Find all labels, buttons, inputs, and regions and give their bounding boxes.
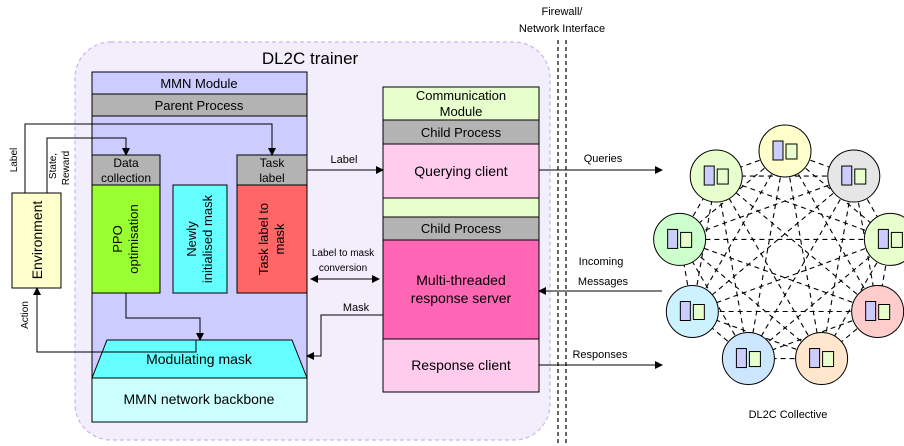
collective-link [821,175,855,359]
task-label-box [236,154,308,186]
collective-link [679,238,878,313]
newly-mask-line1: Newly [184,221,199,257]
responses-text: Responses [572,349,628,361]
agent-comm-icon [822,351,835,368]
child-process-label-1: Child Process [421,125,502,140]
task-to-mask-line1: Task label to [256,203,271,275]
agent-mmn-icon [865,301,877,321]
response-client-label: Response client [411,357,511,373]
collective-agent-node [758,124,812,178]
collective-agent-node [665,285,719,338]
queries-text: Queries [584,153,623,165]
data-collection-box [91,154,161,186]
ppo-label-line2: optimisation [126,204,141,273]
agent-comm-icon [854,168,867,185]
agent-comm-icon [748,351,761,368]
agent-comm-icon [692,304,705,320]
environment-box [11,192,62,289]
agent-comm-icon [878,304,891,320]
mmn-module-title: MMN Module [160,76,237,91]
collective-link [715,175,749,359]
reward-text: Reward [61,151,72,185]
agent-mmn-icon [679,301,691,321]
response-client-box [382,338,540,393]
collective-link [691,150,786,312]
label-to-mask-line1: Label to mask [312,248,375,259]
state-text: State, [48,153,59,179]
mask-text: Mask [343,302,370,314]
collective-agent-node [721,332,775,386]
agent-mmn-icon [841,165,853,186]
backbone-box [91,377,308,423]
agent-comm-icon [716,168,729,185]
environment-label: Environment [29,201,45,280]
collective-link [691,175,855,312]
collective-link [784,150,823,359]
comm-module-box [382,86,540,121]
collective-agent-node [653,212,707,266]
collective-agent-node [851,285,904,338]
response-server-line1: Multi-threaded [416,272,506,288]
dl2c-collective-network [653,124,904,386]
label-to-mask-line2: conversion [319,263,367,274]
label-mid-text: Label [331,154,358,166]
agent-comm-icon [680,231,693,248]
action-text: Action [20,301,31,329]
incoming-line1: Incoming [579,256,624,268]
newly-mask-box [172,184,228,294]
parent-process-bar [91,93,308,117]
collective-link [692,238,891,313]
firewall-label-line1: Firewall/ [542,6,584,18]
child-process-bar-1 [382,119,540,145]
collective-link [679,238,822,359]
agent-mmn-icon [772,140,784,161]
task-label-line1: Task [260,156,286,170]
agent-mmn-icon [809,348,821,369]
data-collection-line2: collection [101,171,151,185]
comm-module-line1: Communication [416,88,506,103]
collective-link [748,238,891,359]
collective-link [679,175,854,240]
response-server-box [382,239,540,340]
task-to-mask-line2: mask [272,223,287,255]
incoming-line2: Messages [578,276,629,288]
collective-link [715,175,823,359]
agent-mmn-icon [667,228,679,249]
trainer-title: DL2C trainer [262,49,359,68]
label-left-text: Label [9,148,20,172]
env-arrows [24,123,663,369]
backbone-label: MMN network backbone [124,391,275,407]
collective-label: DL2C Collective [749,409,828,421]
agent-mmn-icon [735,348,747,369]
ppo-box [91,184,161,294]
response-server-line2: response server [411,290,512,306]
firewall-lines [557,40,567,446]
collective-agent-node [795,332,849,386]
data-collection-line1: Data [113,156,139,170]
modulating-mask-label: Modulating mask [146,351,253,367]
comm-module-line2: Module [440,104,483,119]
agent-comm-icon [890,231,903,248]
querying-client-box [382,143,540,199]
parent-process-label: Parent Process [155,98,244,113]
agent-comm-icon [785,143,798,160]
collective-link [784,150,879,312]
task-to-mask-box [236,184,308,294]
agent-mmn-icon [877,228,889,249]
firewall-label-line2: Network Interface [519,23,605,35]
collective-link [715,175,879,312]
task-label-line2: label [259,171,284,185]
newly-mask-line2: initialised mask [200,194,215,283]
collective-link [747,175,855,359]
collective-link [747,150,786,359]
querying-client-label: Querying client [414,163,507,179]
collective-agent-node [827,149,881,203]
agent-mmn-icon [703,165,715,186]
ppo-label-line1: PPO [110,225,125,252]
collective-agent-node [689,149,743,203]
comm-gap-box [382,197,540,218]
collective-link [716,175,891,240]
child-process-label-2: Child Process [421,221,502,236]
